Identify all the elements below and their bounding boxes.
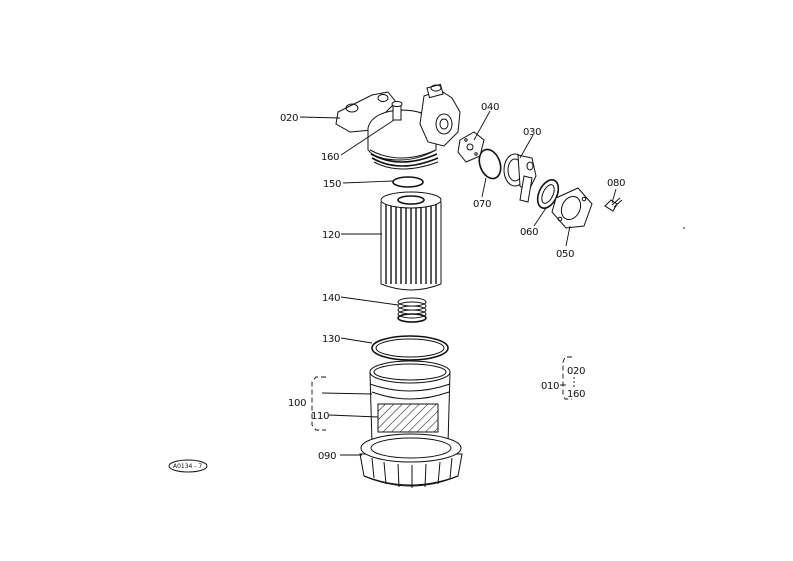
label-100: 100 [288, 398, 306, 409]
label-060: 060 [520, 227, 538, 238]
assembly-member-160: 160 [567, 389, 585, 400]
stray-mark [683, 227, 685, 229]
assembly-label: 010 [541, 381, 559, 392]
label-120: 120 [322, 230, 340, 241]
drawing-id-text: A0134 - 7 [173, 463, 202, 470]
leader-lines [299, 110, 617, 456]
label-130: 130 [322, 334, 340, 345]
label-080: 080 [607, 178, 625, 189]
filter-bowl [369, 360, 451, 454]
label-160: 160 [321, 152, 339, 163]
top-seal [392, 176, 424, 188]
label-020: 020 [280, 113, 298, 124]
outlet-elbow [503, 153, 537, 203]
part-labels: 020 160 040 030 150 070 080 060 050 120 … [280, 102, 625, 462]
label-030: 030 [523, 127, 541, 138]
label-110: 110 [311, 411, 329, 422]
label-050: 050 [556, 249, 574, 260]
filter-element [380, 191, 442, 291]
ring-nut [359, 433, 463, 488]
label-070: 070 [473, 199, 491, 210]
filter-head [335, 83, 461, 170]
label-150: 150 [323, 179, 341, 190]
o-ring [478, 148, 502, 180]
bowl-o-ring [371, 335, 449, 361]
spring [397, 297, 427, 323]
cover-plate [551, 187, 593, 229]
drawing-id-stamp: A0134 - 7 [168, 459, 208, 473]
label-090: 090 [318, 451, 336, 462]
label-140: 140 [322, 293, 340, 304]
assembly-member-020: 020 [567, 366, 585, 377]
label-040: 040 [481, 102, 499, 113]
bolt [604, 197, 623, 212]
